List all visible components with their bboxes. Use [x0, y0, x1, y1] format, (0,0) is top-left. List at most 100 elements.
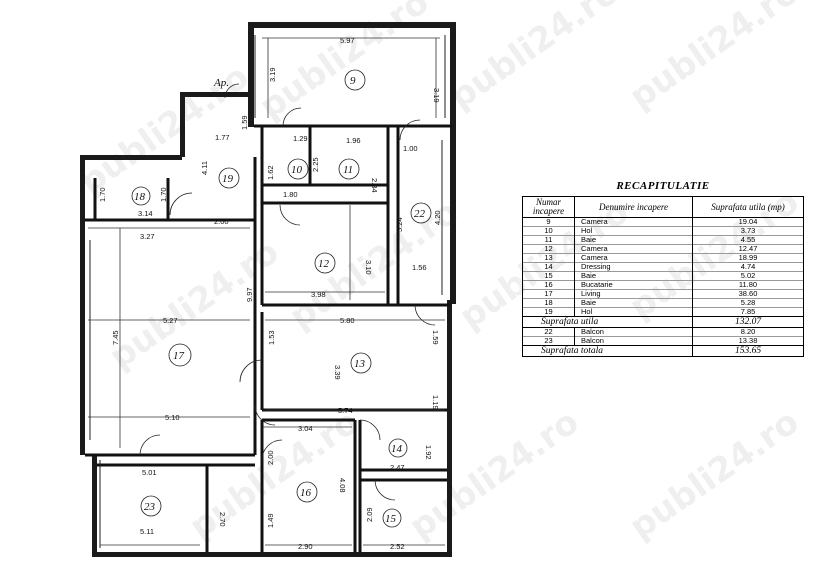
- header-room-number: Numar incapere: [522, 196, 575, 218]
- dimension-label: 2.00: [214, 217, 229, 226]
- dimension-label: 2.70: [218, 512, 227, 527]
- cell-area: 5.28: [692, 298, 804, 308]
- dimension-labels: 5.97 3.19 3.19 1.59 1.77 4.11 1.29 1.96 …: [98, 36, 442, 551]
- cell-room-name: Hol: [574, 307, 693, 317]
- room-marker-13: 13: [350, 352, 372, 374]
- cell-area: 3.73: [692, 226, 804, 236]
- room-markers: 9 10 11 12 13 14 15 16 17 18 19 22 23: [131, 69, 432, 528]
- exterior-walls: [80, 22, 456, 557]
- dimension-label: 4.08: [338, 478, 347, 493]
- room-marker-10: 10: [287, 158, 309, 180]
- dimension-label: 1.29: [293, 134, 308, 143]
- cell-room-number: 19: [522, 307, 575, 317]
- dimension-label: 1.49: [266, 513, 275, 528]
- watermark: publi24.ro: [402, 402, 586, 548]
- room-marker-18: 18: [131, 186, 151, 206]
- dimension-label: 2.90: [298, 542, 313, 551]
- cell-area: 11.80: [692, 280, 804, 290]
- dimension-label: 3.98: [311, 290, 326, 299]
- room-marker-22: 22: [410, 202, 432, 224]
- dimension-lines: [88, 37, 445, 546]
- cell-area: 18.99: [692, 253, 804, 263]
- room-marker-19: 19: [218, 167, 240, 189]
- dimension-label: 3.14: [138, 209, 153, 218]
- door-arc: [374, 479, 396, 501]
- total-area-row-label: Suprafata totala: [522, 345, 693, 357]
- watermark: publi24.ro: [622, 0, 806, 117]
- header-area: Suprafata utila (mp): [692, 196, 804, 218]
- interior-walls: [85, 124, 452, 552]
- recap-panel: RECAPITULATIE Numar incapere Denumire in…: [522, 180, 804, 357]
- recap-header-row: Numar incapere Denumire incapere Suprafa…: [522, 196, 804, 218]
- dimension-label: 4.11: [200, 161, 209, 175]
- dimension-label: 1.19: [431, 395, 440, 410]
- dimension-label: 1.77: [215, 133, 230, 142]
- room-marker-9: 9: [344, 69, 366, 91]
- door-arc: [282, 107, 302, 127]
- cell-room-name: Baie: [574, 298, 693, 308]
- cell-area: 7.85: [692, 307, 804, 317]
- door-arc: [169, 192, 193, 216]
- dimension-label: 2.09: [365, 507, 374, 522]
- dimension-label: 5.24: [395, 217, 404, 232]
- cell-room-name: Camera: [574, 217, 693, 227]
- dimension-label: 3.39: [333, 365, 342, 380]
- cell-area: 4.55: [692, 235, 804, 245]
- dimension-label: 1.59: [431, 330, 440, 345]
- door-arc: [359, 419, 381, 441]
- dimension-label: 9.97: [245, 287, 254, 302]
- windows: [89, 35, 446, 548]
- room-marker-15: 15: [382, 508, 402, 528]
- dimension-label: 1.59: [240, 115, 249, 130]
- door-arc: [414, 304, 436, 326]
- room-number: 17: [173, 350, 185, 362]
- dimension-label: 2.47: [390, 463, 405, 472]
- cell-area: 4.74: [692, 262, 804, 272]
- dimension-label: 1.62: [266, 165, 275, 180]
- dimension-label: 1.53: [267, 330, 276, 345]
- dimension-label: 5.27: [163, 316, 178, 325]
- dimension-label: 1.96: [346, 136, 361, 145]
- dimension-label: 1.92: [424, 445, 433, 460]
- room-number: 10: [291, 164, 303, 176]
- dimension-label: 5.10: [165, 413, 180, 422]
- room-number: 14: [391, 443, 403, 455]
- watermark: publi24.ro: [252, 0, 436, 127]
- room-marker-23: 23: [140, 495, 162, 517]
- room-marker-16: 16: [296, 481, 318, 503]
- watermark: publi24.ro: [102, 232, 286, 378]
- room-number: 18: [134, 191, 146, 203]
- dimension-label: 4.20: [433, 210, 442, 225]
- recap-title: RECAPITULATIE: [616, 180, 710, 192]
- room-number: 13: [354, 358, 366, 370]
- cell-area: 13.38: [692, 336, 804, 346]
- door-arc: [261, 439, 283, 461]
- door-arc: [239, 359, 263, 383]
- dimension-label: 7.45: [111, 330, 120, 345]
- room-marker-12: 12: [314, 252, 336, 274]
- room-number: 19: [222, 173, 234, 185]
- doors: [139, 83, 436, 501]
- useful-area-row-value: 132.07: [692, 316, 804, 328]
- dimension-label: 1.00: [403, 144, 418, 153]
- dimension-label: 2.52: [390, 542, 405, 551]
- cell-area: 12.47: [692, 244, 804, 254]
- dimension-label: 3.19: [432, 88, 441, 103]
- room-number: 12: [318, 258, 330, 270]
- door-arc: [254, 404, 276, 426]
- room-marker-14: 14: [388, 438, 408, 458]
- cell-area: 19.04: [692, 217, 804, 227]
